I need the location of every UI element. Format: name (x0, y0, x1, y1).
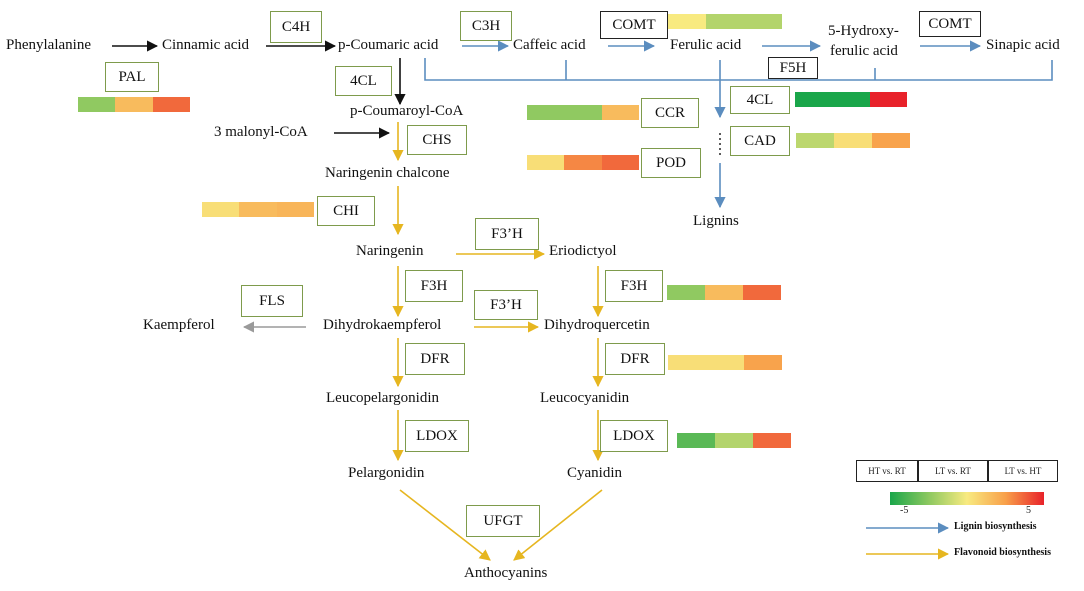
heatmap-ldox (677, 433, 791, 448)
scale-min-label: -5 (900, 505, 909, 516)
heatmap-cell (706, 355, 744, 370)
compound-leucopelargonidin: Leucopelargonidin (326, 390, 440, 406)
heatmap-pal (78, 97, 190, 112)
enzyme-ldox-2: LDOX (600, 420, 668, 452)
compound-phenylalanine: Phenylalanine (6, 37, 91, 53)
compound-lignins: Lignins (693, 213, 739, 229)
compound-ferulic-acid: Ferulic acid (670, 37, 742, 53)
compound-naringenin-chalcone: Naringenin chalcone (325, 165, 450, 181)
compound-5-hydroxyferulic-line1: 5-Hydroxy- (828, 23, 899, 39)
enzyme-f3ph: F3’H (475, 218, 539, 250)
compound-naringenin: Naringenin (356, 243, 424, 259)
heatmap-pod (527, 155, 639, 170)
compound-eriodictyol: Eriodictyol (549, 243, 617, 259)
heatmap-cell (872, 133, 910, 148)
compound-5-hydroxyferulic-line2: ferulic acid (830, 43, 898, 59)
heatmap-cell (276, 202, 314, 217)
compound-cinnamic-acid: Cinnamic acid (162, 37, 250, 53)
enzyme-c3h: C3H (460, 11, 512, 41)
heatmap-ccr (527, 105, 639, 120)
enzyme-chi: CHI (317, 196, 375, 226)
enzyme-dfr: DFR (405, 343, 465, 375)
enzyme-ldox: LDOX (405, 420, 469, 452)
heatmap-cell (668, 355, 706, 370)
enzyme-pod: POD (641, 148, 701, 178)
heatmap-cell (564, 105, 602, 120)
heatmap-cell (705, 285, 743, 300)
enzyme-ccr: CCR (641, 98, 699, 128)
heatmap-cell (744, 14, 782, 29)
heatmap-cell (744, 355, 782, 370)
heatmap-cell (832, 92, 870, 107)
arrow-pel-antho (399, 489, 491, 561)
legend-column-ht-vs-rt: HT vs. RT (856, 460, 918, 482)
enzyme-cad: CAD (730, 126, 790, 156)
color-scale-bar (890, 492, 1044, 505)
enzyme-chs: CHS (407, 125, 467, 155)
heatmap-cell (834, 133, 872, 148)
heatmap-cell (564, 155, 602, 170)
heatmap-cell (152, 97, 190, 112)
legend-column-lt-vs-rt: LT vs. RT (918, 460, 988, 482)
enzyme-fls: FLS (241, 285, 303, 317)
enzyme-ufgt: UFGT (466, 505, 540, 537)
heatmap-cell (753, 433, 791, 448)
heatmap-cell (527, 155, 565, 170)
enzyme-f3h: F3H (405, 270, 463, 302)
heatmap-cell (869, 92, 907, 107)
heatmap-cell (715, 433, 753, 448)
arrow-cya-antho (513, 489, 603, 561)
heatmap-cell (668, 14, 706, 29)
heatmap-cell (78, 97, 116, 112)
heatmap-cell (677, 433, 715, 448)
compound-dihydrokaempferol: Dihydrokaempferol (323, 317, 442, 333)
scale-max-label: 5 (1026, 505, 1031, 516)
enzyme-f3ph-2: F3’H (474, 290, 538, 320)
compound-caffeic-acid: Caffeic acid (513, 37, 586, 53)
compound-dihydroquercetin: Dihydroquercetin (544, 317, 650, 333)
legend-flavonoid-label: Flavonoid biosynthesis (954, 547, 1051, 558)
heatmap-cad (796, 133, 910, 148)
compound-malonyl-coa: 3 malonyl-CoA (214, 124, 308, 140)
heatmap-cell (202, 202, 240, 217)
heatmap-chi (202, 202, 314, 217)
enzyme-pal: PAL (105, 62, 159, 92)
compound-p-coumaroyl-coa: p-Coumaroyl-CoA (350, 103, 464, 119)
legend-column-lt-vs-ht: LT vs. HT (988, 460, 1058, 482)
legend-lignin-label: Lignin biosynthesis (954, 521, 1037, 532)
heatmap-dfr (668, 355, 782, 370)
heatmap-cell (706, 14, 744, 29)
heatmap-f3h (667, 285, 781, 300)
heatmap-cell (667, 285, 705, 300)
heatmap-4cl (795, 92, 907, 107)
compound-kaempferol: Kaempferol (143, 317, 215, 333)
heatmap-cell (743, 285, 781, 300)
heatmap-cell (601, 105, 639, 120)
compound-anthocyanins: Anthocyanins (464, 565, 548, 581)
compound-cyanidin: Cyanidin (567, 465, 622, 481)
heatmap-cell (601, 155, 639, 170)
heatmap-cell (239, 202, 277, 217)
enzyme-f3h-2: F3H (605, 270, 663, 302)
enzyme-comt-2: COMT (919, 11, 981, 37)
enzyme-4cl: 4CL (335, 66, 392, 96)
heatmap-cell (796, 133, 834, 148)
enzyme-f5h: F5H (768, 57, 818, 79)
heatmap-cell (795, 92, 833, 107)
enzyme-c4h: C4H (270, 11, 322, 43)
compound-p-coumaric-acid: p-Coumaric acid (338, 37, 439, 53)
enzyme-dfr-2: DFR (605, 343, 665, 375)
compound-leucocyanidin: Leucocyanidin (540, 390, 630, 406)
heatmap-cell (115, 97, 153, 112)
heatmap-comt (668, 14, 782, 29)
lignin-connector-line (424, 58, 1053, 81)
compound-pelargonidin: Pelargonidin (348, 465, 425, 481)
heatmap-cell (527, 105, 565, 120)
compound-sinapic-acid: Sinapic acid (986, 37, 1060, 53)
enzyme-4cl-lignin: 4CL (730, 86, 790, 114)
enzyme-comt: COMT (600, 11, 668, 39)
